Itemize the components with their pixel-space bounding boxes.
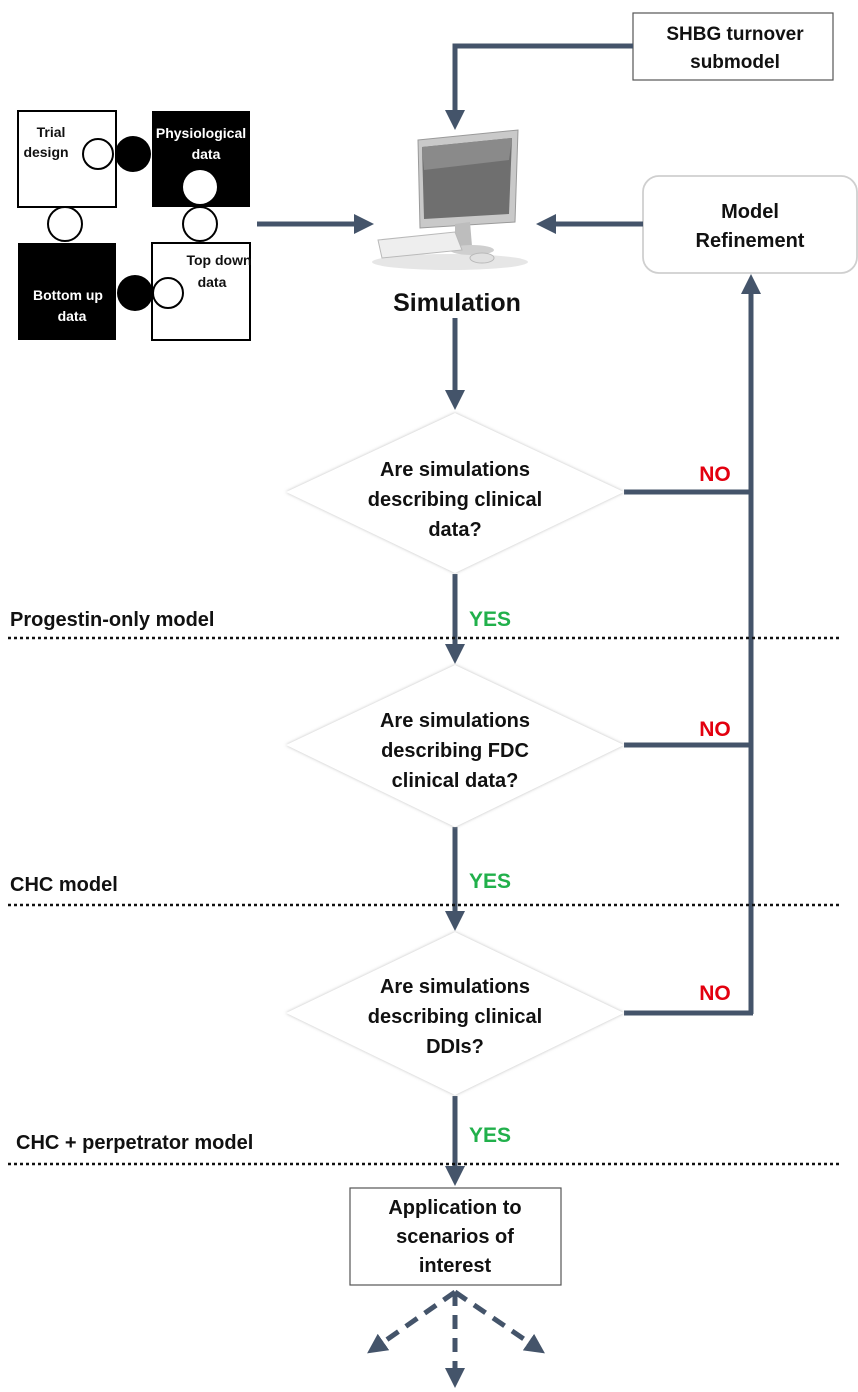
output-arrow-left (367, 1289, 457, 1354)
section-label-progestin-only: Progestin-only model (10, 609, 214, 631)
section-chc: CHC model (8, 874, 842, 907)
decision-1: Are simulations describing clinical data… (286, 413, 624, 573)
decision-1-line-1: Are simulations (380, 459, 530, 481)
section-progestin-only: Progestin-only model (8, 609, 842, 640)
application-line-3: interest (419, 1255, 492, 1277)
decision-1-line-3: data? (428, 519, 481, 541)
section-chc-perpetrator: CHC + perpetrator model (8, 1132, 842, 1166)
puzzle-label-design: design (23, 144, 68, 160)
shbg-box-line-2: submodel (690, 52, 780, 73)
desktop-computer-icon (372, 129, 528, 270)
section-label-chc: CHC model (10, 874, 118, 896)
decision-2-line-3: clinical data? (392, 770, 519, 792)
application-line-1: Application to (388, 1197, 521, 1219)
puzzle-label-physiological-data: data (192, 146, 221, 162)
decision-3-line-2: describing clinical (368, 1006, 543, 1028)
yes-label-2: YES (469, 870, 511, 893)
yes-label-1: YES (469, 608, 511, 631)
application-box: Application to scenarios of interest (349, 1187, 562, 1286)
decision-3-line-1: Are simulations (380, 976, 530, 998)
shbg-submodel-box: SHBG turnover submodel (632, 12, 834, 81)
decision-2-line-1: Are simulations (380, 710, 530, 732)
input-data-puzzle: Trial design Physiological data Top down… (17, 110, 252, 341)
application-line-2: scenarios of (396, 1226, 514, 1248)
shbg-to-simulation-arrow (445, 43, 633, 130)
puzzle-label-physiological: Physiological (156, 125, 246, 141)
refinement-line-2: Refinement (696, 230, 805, 252)
decision-1-line-2: describing clinical (368, 489, 543, 511)
decision-3: Are simulations describing clinical DDIs… (286, 932, 624, 1095)
shbg-box-line-1: SHBG turnover (666, 24, 804, 45)
puzzle-label-top-down-data: data (198, 274, 227, 290)
decision-3-line-3: DDIs? (426, 1036, 484, 1058)
decision-2: Are simulations describing FDC clinical … (286, 665, 624, 827)
no-label-3: NO (699, 982, 731, 1005)
puzzle-label-top-down: Top down (186, 252, 251, 268)
model-refinement-box: Model Refinement (642, 175, 858, 274)
no-label-1: NO (699, 463, 731, 486)
puzzle-label-bottom-up: Bottom up (33, 287, 103, 303)
simulation-label: Simulation (393, 289, 521, 317)
output-arrow-right (453, 1289, 545, 1354)
puzzle-label-bottom-up-data: data (58, 308, 87, 324)
puzzle-label-trial: Trial (37, 124, 66, 140)
no-label-2: NO (699, 718, 731, 741)
section-label-chc-perpetrator: CHC + perpetrator model (16, 1132, 253, 1154)
refinement-line-1: Model (721, 201, 779, 223)
yes-label-3: YES (469, 1124, 511, 1147)
decision-2-line-2: describing FDC (381, 740, 529, 762)
